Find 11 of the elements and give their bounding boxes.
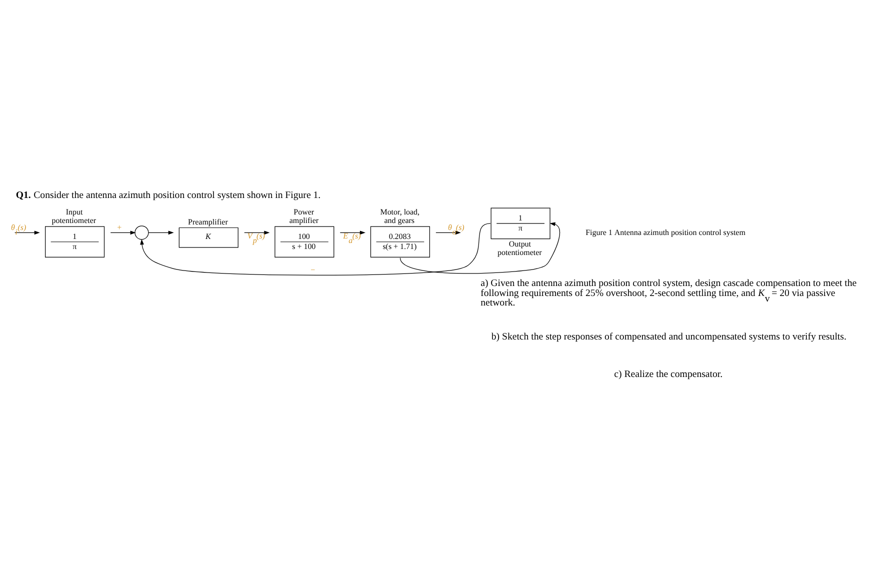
- arrow: [340, 230, 366, 234]
- diagram-title: Q1. Consider the antenna azimuth position control system shown in Figure 1.: [16, 190, 321, 201]
- arrow: [110, 230, 136, 234]
- arrow: [400, 222, 560, 274]
- arrow: [148, 230, 174, 234]
- node-circle: [134, 225, 149, 240]
- label: c) Realize the compensator.: [614, 368, 723, 380]
- label: b) Sketch the step responses of compensated and uncompensated systems to verify results.: [491, 330, 846, 342]
- arrow: [14, 230, 40, 234]
- arrow: [244, 230, 270, 234]
- arrow: [140, 222, 491, 275]
